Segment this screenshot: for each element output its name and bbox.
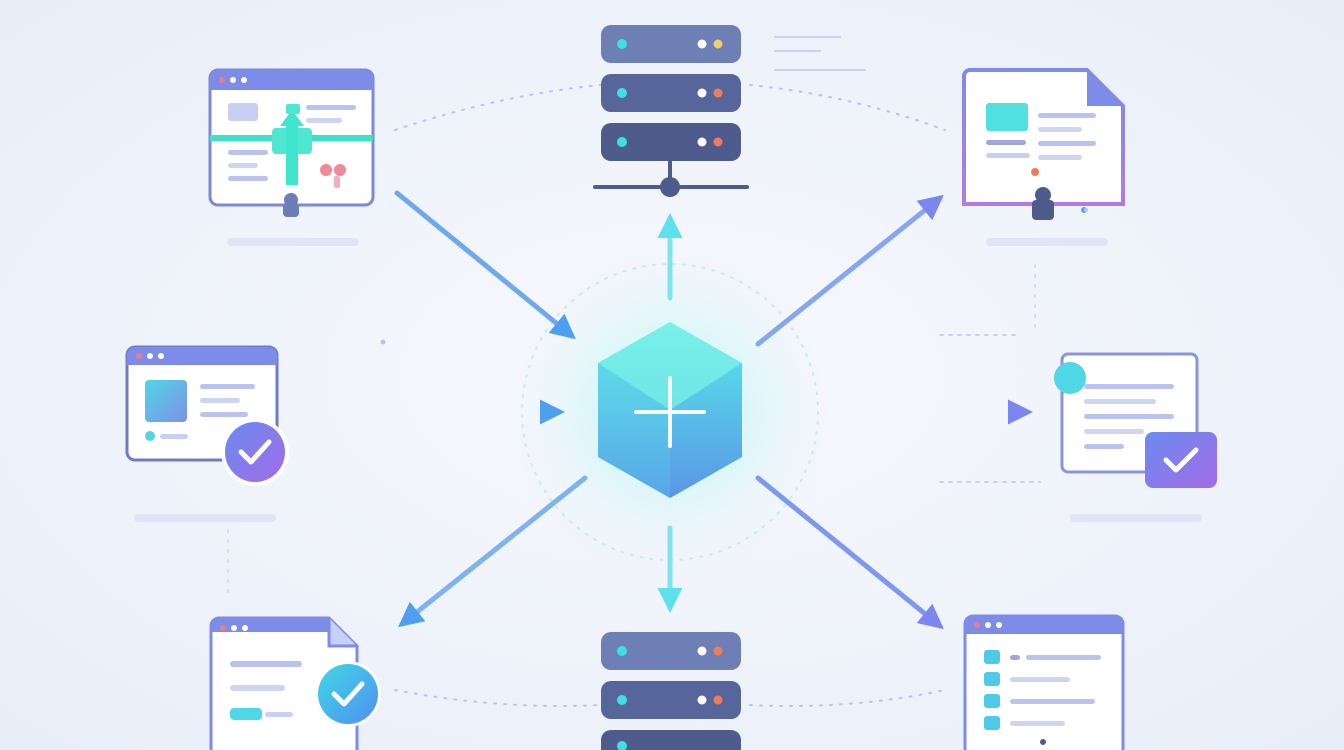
guide-dashes — [774, 36, 1041, 483]
list-icon — [963, 614, 1125, 750]
server-icon — [601, 632, 741, 750]
check-badge-icon — [315, 661, 381, 727]
document-icon — [962, 68, 1125, 220]
check-badge-icon — [221, 418, 289, 486]
connection-arrows — [302, 190, 1033, 630]
window-bottom-right — [963, 614, 1125, 750]
hub-hexagon — [598, 322, 742, 498]
arrow-hub-to-window-bottom-right — [755, 475, 944, 630]
window-mid-left — [125, 345, 289, 522]
arrow-hub-to-document-top-right — [755, 194, 944, 347]
server-top — [593, 25, 749, 197]
document-bottom-left — [209, 616, 381, 750]
browser-window-icon — [208, 68, 375, 217]
server-icon — [593, 25, 749, 197]
window-mid-right — [1054, 352, 1217, 522]
window-top-left — [208, 68, 375, 246]
sparkles — [380, 208, 1088, 345]
document-top-right — [962, 68, 1125, 246]
arrow-hub-to-document-bottom-left — [398, 475, 588, 628]
arrow-window-top-left-to-hub — [394, 190, 576, 340]
server-bottom — [601, 632, 741, 750]
plus-icon — [634, 376, 706, 448]
check-badge-icon — [1145, 432, 1217, 488]
